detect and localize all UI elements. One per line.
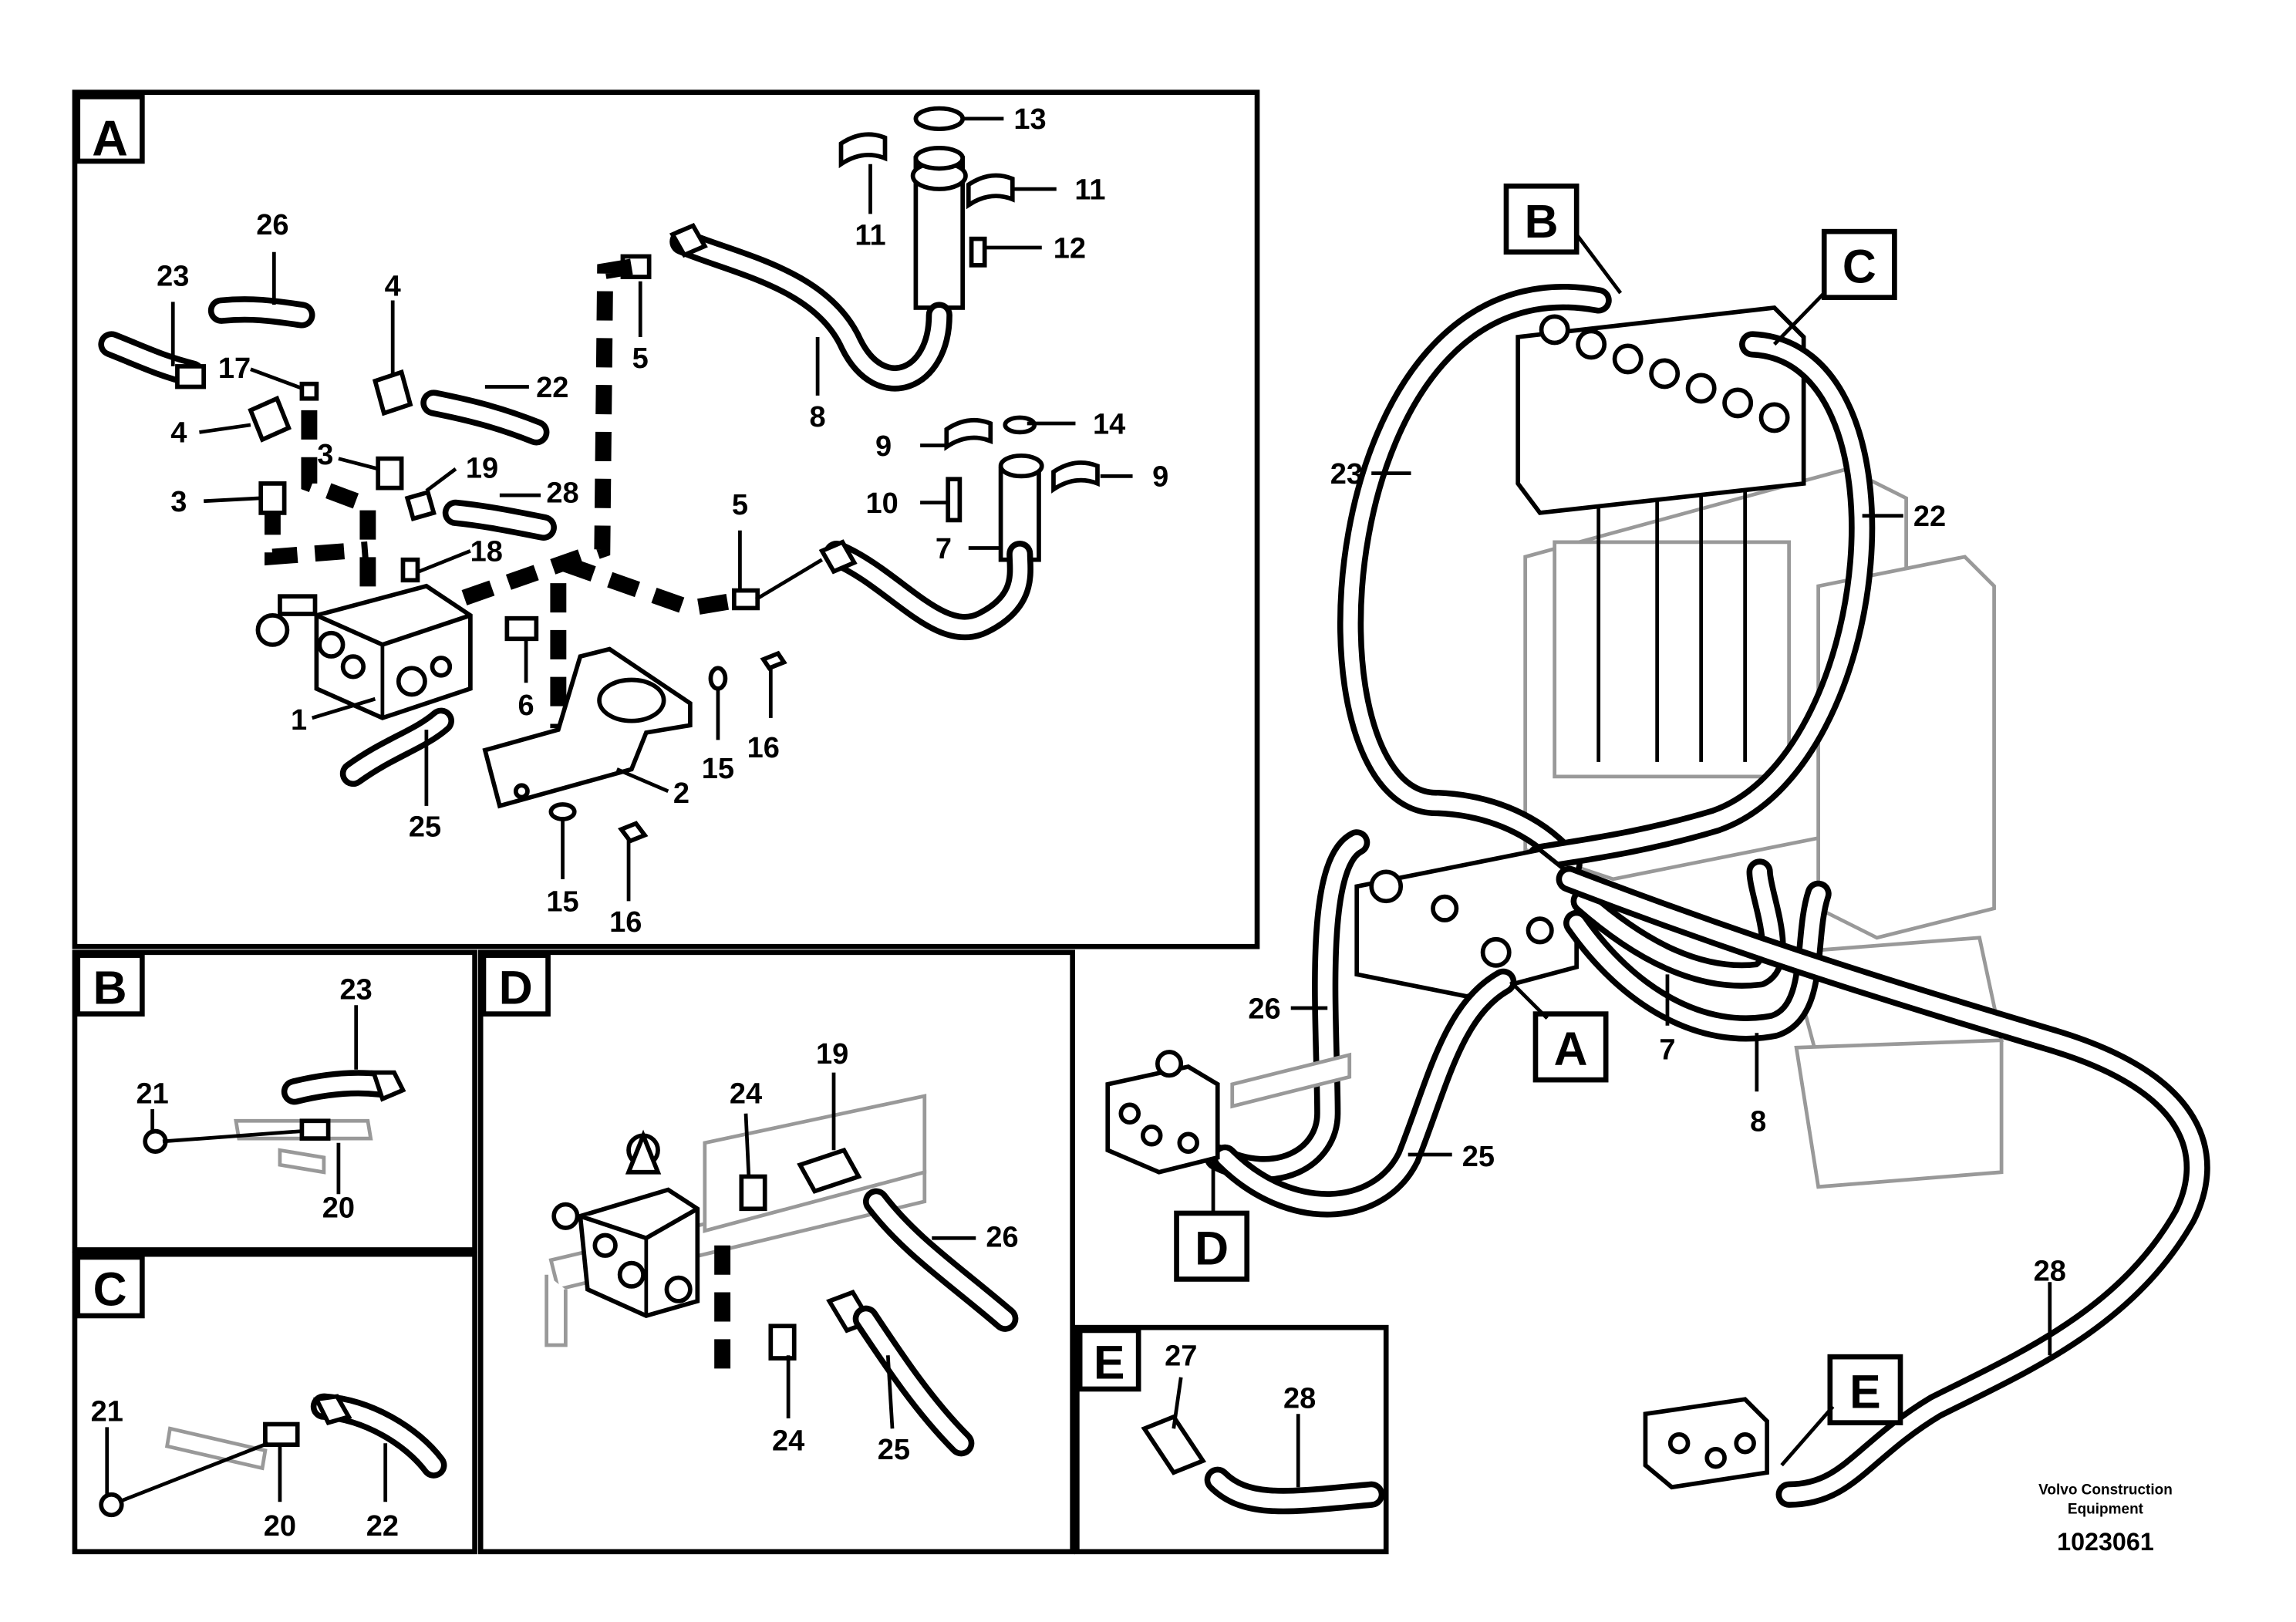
footer: Volvo Construction Equipment 1023061 xyxy=(2038,1482,2173,1556)
panel-a-drawing xyxy=(98,106,1100,844)
part-label: 8 xyxy=(810,401,826,433)
part-label: 15 xyxy=(546,886,578,919)
part-label: 27 xyxy=(1165,1340,1197,1373)
part-label: 6 xyxy=(518,690,534,722)
panel-a-leaders xyxy=(170,116,1133,902)
panel-b-drawing: 23 21 20 xyxy=(137,974,406,1225)
callout-d: D xyxy=(1195,1222,1229,1274)
part-label: 15 xyxy=(702,753,734,785)
overview-part-label: 25 xyxy=(1462,1141,1495,1173)
callout-a: A xyxy=(1554,1023,1588,1075)
figure-id: 1023061 xyxy=(2057,1528,2154,1556)
part-label: 20 xyxy=(264,1510,296,1543)
part-label: 9 xyxy=(1152,461,1168,494)
panel-d-tag-box xyxy=(480,953,551,1017)
panel-a-tag-box xyxy=(75,94,145,164)
part-label: 21 xyxy=(137,1077,169,1110)
panel-c-tag-box xyxy=(75,1254,145,1319)
overview-labels: 23 22 26 7 8 25 28 xyxy=(1248,458,2066,1356)
callout-e-box xyxy=(1827,1354,1903,1425)
panel-b-tag-box xyxy=(75,953,145,1017)
part-label: 22 xyxy=(536,372,568,404)
part-label: 16 xyxy=(747,732,780,764)
panel-frames xyxy=(72,89,1389,1555)
part-label: 4 xyxy=(170,417,187,450)
overview-part-label: 7 xyxy=(1659,1034,1675,1067)
part-label: 23 xyxy=(157,260,189,292)
panel-e-frame xyxy=(1074,1324,1389,1555)
callout-c-box xyxy=(1821,228,1897,300)
part-label: 16 xyxy=(609,906,642,939)
overview-callouts: B C A D E xyxy=(1174,183,1903,1467)
overview-part-label: 8 xyxy=(1750,1106,1766,1138)
panel-e-tag: E xyxy=(1094,1337,1125,1389)
company-name-line1: Volvo Construction xyxy=(2038,1482,2173,1499)
part-label: 28 xyxy=(1283,1383,1316,1415)
overview-drawing xyxy=(1105,284,2210,1508)
part-label: 17 xyxy=(218,352,251,385)
part-label: 20 xyxy=(322,1192,355,1225)
part-label: 11 xyxy=(855,219,885,251)
callout-b: B xyxy=(1525,195,1559,248)
panel-d-frame xyxy=(477,949,1075,1555)
callout-a-box xyxy=(1532,1011,1609,1083)
part-label: 1 xyxy=(291,704,307,737)
part-label: 14 xyxy=(1093,408,1125,440)
part-label: 18 xyxy=(470,536,503,568)
part-label: 23 xyxy=(340,974,373,1007)
part-label: 4 xyxy=(385,271,401,303)
part-label: 7 xyxy=(936,533,952,565)
callout-e: E xyxy=(1849,1366,1881,1418)
part-label: 5 xyxy=(632,342,649,375)
part-label: 22 xyxy=(366,1510,399,1543)
panel-d-tag: D xyxy=(499,961,533,1013)
panel-e-drawing: 27 28 xyxy=(1141,1340,1385,1515)
company-name-line2: Equipment xyxy=(2068,1501,2144,1517)
part-label: 3 xyxy=(317,439,333,471)
part-label: 9 xyxy=(875,430,892,463)
callout-b-box xyxy=(1503,183,1580,255)
part-label: 3 xyxy=(170,486,187,518)
part-label: 24 xyxy=(730,1077,762,1110)
part-label: 24 xyxy=(772,1425,804,1458)
part-label: 13 xyxy=(1013,103,1046,136)
panel-a-labels: 13 11 11 12 26 23 4 17 22 4 3 5 8 3 19 2… xyxy=(157,103,1168,939)
part-label: 26 xyxy=(256,209,288,241)
part-label: 25 xyxy=(409,811,441,844)
part-label: 21 xyxy=(91,1396,123,1428)
callout-d-box xyxy=(1174,1210,1250,1282)
part-label: 19 xyxy=(466,452,498,484)
part-label: 11 xyxy=(1074,174,1105,206)
panel-c-frame xyxy=(72,1251,477,1555)
part-label: 19 xyxy=(816,1038,848,1071)
panel-b-tag: B xyxy=(93,961,127,1013)
part-label: 28 xyxy=(546,477,578,510)
panel-a-tag: A xyxy=(92,110,128,166)
overview-part-label: 26 xyxy=(1248,993,1280,1025)
part-label: 25 xyxy=(878,1434,910,1466)
part-label: 2 xyxy=(673,777,689,810)
overview-part-label: 28 xyxy=(2034,1255,2066,1287)
panel-c-drawing: 21 20 22 xyxy=(91,1393,447,1543)
callout-c: C xyxy=(1843,241,1876,293)
panel-b-frame xyxy=(72,949,477,1253)
part-label: 5 xyxy=(732,489,748,521)
panel-d-drawing: 19 24 26 24 25 xyxy=(544,1038,1019,1466)
part-label: 12 xyxy=(1054,232,1086,265)
panel-tags: A B C D E xyxy=(92,110,1124,1388)
overview-part-label: 23 xyxy=(1330,458,1363,491)
part-label: 10 xyxy=(866,487,899,520)
panel-e-tag-box xyxy=(1077,1327,1141,1392)
overview-part-label: 22 xyxy=(1913,501,1946,533)
part-label: 26 xyxy=(986,1222,1018,1254)
panel-a-frame xyxy=(72,89,1260,949)
panel-c-tag: C xyxy=(93,1263,127,1316)
